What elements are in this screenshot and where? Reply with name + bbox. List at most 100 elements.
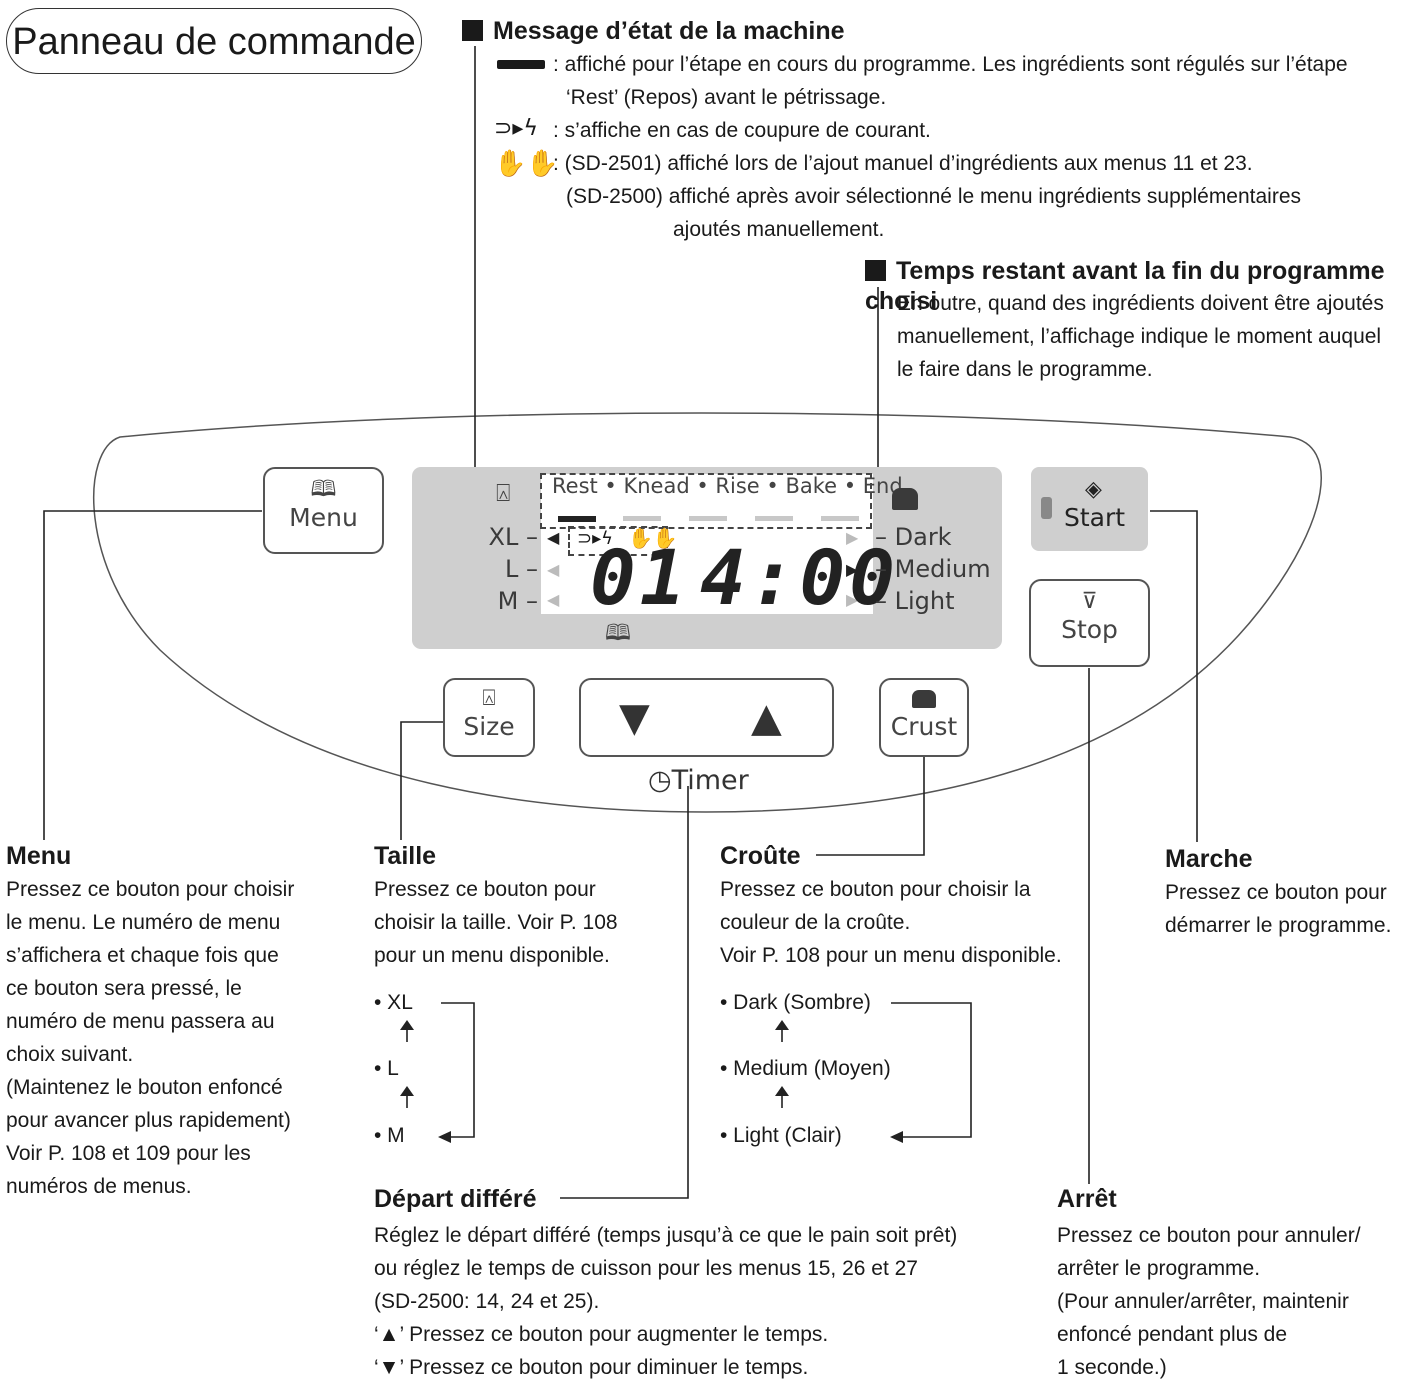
clock-icon: ◷	[648, 765, 672, 796]
menu-button[interactable]: 🕮 Menu	[263, 467, 384, 554]
start-desc-text: Pressez ce bouton pour démarrer le progr…	[1165, 876, 1391, 942]
crust-indicator-dark: ▶	[846, 530, 859, 547]
crust-desc-heading: Croûte	[720, 842, 801, 870]
hands-icon: ✋✋	[494, 148, 559, 178]
crust-desc-line: Pressez ce bouton pour choisir la	[720, 878, 1031, 901]
crust-label-light: – Light	[875, 587, 955, 615]
weight-icon: ⍓	[482, 686, 496, 711]
stop-desc-line: (Pour annuler/arrêter, maintenir	[1057, 1290, 1349, 1313]
size-indicator-m: ◀	[547, 592, 560, 609]
menu-desc-line: numéros de menus.	[6, 1175, 192, 1198]
remaining-text-3: le faire dans le programme.	[897, 358, 1153, 381]
menu-desc-text: Pressez ce bouton pour choisir le menu. …	[6, 873, 294, 1203]
menu-desc-line: choix suivant.	[6, 1043, 134, 1066]
weight-icon: ⍓	[496, 480, 511, 507]
menu-desc-line: Voir P. 108 et 109 pour les	[6, 1142, 251, 1165]
size-desc-line: choisir la taille. Voir P. 108	[374, 911, 618, 934]
remaining-heading: Temps restant avant la fin du programme …	[865, 256, 1412, 316]
size-desc-line: Pressez ce bouton pour	[374, 878, 596, 901]
status-area-outline	[540, 473, 872, 529]
size-label-m: M –	[497, 587, 538, 615]
status-line-4: (SD-2500) affiché après avoir sélectionn…	[566, 185, 1302, 208]
stage-bar-rise	[689, 516, 727, 521]
remaining-text-1: En outre, quand des ingrédients doivent …	[897, 292, 1384, 315]
menu-desc-heading: Menu	[6, 842, 72, 870]
power-failure-icon: ⊃▸ϟ	[494, 116, 538, 141]
timer-down-button[interactable]: ▼	[619, 695, 650, 741]
timer-desc-line: ou réglez le temps de cuisson pour les m…	[374, 1257, 918, 1280]
start-button[interactable]: ◈ Start	[1031, 467, 1148, 551]
crust-button[interactable]: Crust	[879, 678, 969, 757]
timer-desc-line: (SD-2500: 14, 24 et 25).	[374, 1290, 600, 1313]
start-led	[1041, 497, 1052, 519]
lcd-display	[541, 474, 873, 614]
crust-label-medium: – Medium	[875, 555, 991, 583]
stage-labels: Rest • Knead • Rise • Bake • End	[552, 474, 903, 498]
timer-desc-line: ‘▼’ Pressez ce bouton pour diminuer le t…	[374, 1356, 809, 1379]
size-button[interactable]: ⍓ Size	[443, 678, 535, 757]
status-line-4b: ajoutés manuellement.	[673, 218, 885, 241]
crust-desc-line: couleur de la croûte.	[720, 911, 911, 934]
lcd-hands-icon: ✋✋	[628, 528, 678, 550]
start-icon: ◈	[1085, 477, 1102, 502]
stage-bar-knead	[623, 516, 661, 521]
menu-desc-line: numéro de menu passera au	[6, 1010, 275, 1033]
menu-desc-line: pour avancer plus rapidement)	[6, 1109, 291, 1132]
menu-desc-line: Pressez ce bouton pour choisir	[6, 878, 295, 901]
menu-number-display: 01	[590, 533, 690, 622]
timer-label: Timer	[671, 765, 749, 796]
size-button-label: Size	[463, 712, 515, 741]
book-icon: 🕮	[310, 477, 337, 502]
menu-desc-line: (Maintenez le bouton enfoncé	[6, 1076, 283, 1099]
timer-desc-heading: Départ différé	[374, 1185, 537, 1213]
timer-up-button[interactable]: ▲	[751, 695, 782, 741]
status-line-3: : (SD-2501) affiché lors de l’ajout manu…	[553, 152, 1253, 175]
size-label-l: L –	[505, 555, 538, 583]
size-indicator-xl: ◀	[547, 530, 560, 547]
crust-label-dark: – Dark	[875, 523, 952, 551]
menu-button-label: Menu	[289, 503, 358, 532]
menu-desc-line: s’affichera et chaque fois que	[6, 944, 279, 967]
leader-crust	[816, 757, 925, 856]
crust-button-label: Crust	[890, 712, 958, 741]
menu-desc-line: le menu. Le numéro de menu	[6, 911, 281, 934]
timer-desc-line: Réglez le départ différé (temps jusqu’à …	[374, 1224, 958, 1247]
time-display: 4:00	[700, 533, 900, 622]
status-line-2: : s’affiche en cas de coupure de courant…	[553, 119, 931, 142]
leader-status	[474, 46, 543, 480]
bread-icon	[912, 690, 936, 708]
lcd-power-failure-icon: ⊃▸ϟ	[577, 528, 613, 549]
page-title: Panneau de commande	[6, 8, 422, 74]
icon-area-outline	[568, 526, 668, 556]
stage-bar-rest	[558, 516, 596, 522]
timer-label-group: ◷Timer	[648, 765, 749, 797]
leader-start	[1150, 510, 1198, 842]
crust-indicator-medium: ▶	[846, 562, 859, 579]
size-desc-line: pour un menu disponible.	[374, 944, 610, 967]
size-indicator-l: ◀	[547, 562, 560, 579]
status-heading: Message d’état de la machine	[462, 16, 845, 46]
size-label-xl: XL –	[488, 523, 538, 551]
timer-button[interactable]: ▼ ▲	[579, 678, 834, 757]
start-desc-line: Pressez ce bouton pour	[1165, 881, 1387, 904]
crust-option-medium: • Medium (Moyen)	[720, 1057, 891, 1080]
stop-desc-line: Pressez ce bouton pour annuler/	[1057, 1224, 1361, 1247]
stop-desc-heading: Arrêt	[1057, 1185, 1117, 1213]
stop-desc-text: Pressez ce bouton pour annuler/ arrêter …	[1057, 1219, 1361, 1384]
crust-option-dark: • Dark (Sombre)	[720, 991, 871, 1014]
crust-desc-line: Voir P. 108 pour un menu disponible.	[720, 944, 1062, 967]
menu-desc-line: ce bouton sera pressé, le	[6, 977, 242, 1000]
stop-icon: ⊽	[1081, 589, 1098, 614]
stop-button[interactable]: ⊽ Stop	[1029, 579, 1150, 667]
stop-desc-line: 1 seconde.)	[1057, 1356, 1167, 1379]
book-icon: 🕮	[605, 620, 631, 645]
crust-indicator-light: ▶	[846, 592, 859, 609]
status-line-1b: ‘Rest’ (Repos) avant le pétrissage.	[566, 86, 887, 109]
leader-menu	[43, 510, 262, 840]
bracket-crust	[891, 1002, 972, 1138]
size-option-xl: • XL	[374, 991, 413, 1014]
start-desc-line: démarrer le programme.	[1165, 914, 1392, 937]
size-option-m: • M	[374, 1124, 405, 1147]
stage-bar-bake	[755, 516, 793, 521]
size-option-l: • L	[374, 1057, 399, 1080]
